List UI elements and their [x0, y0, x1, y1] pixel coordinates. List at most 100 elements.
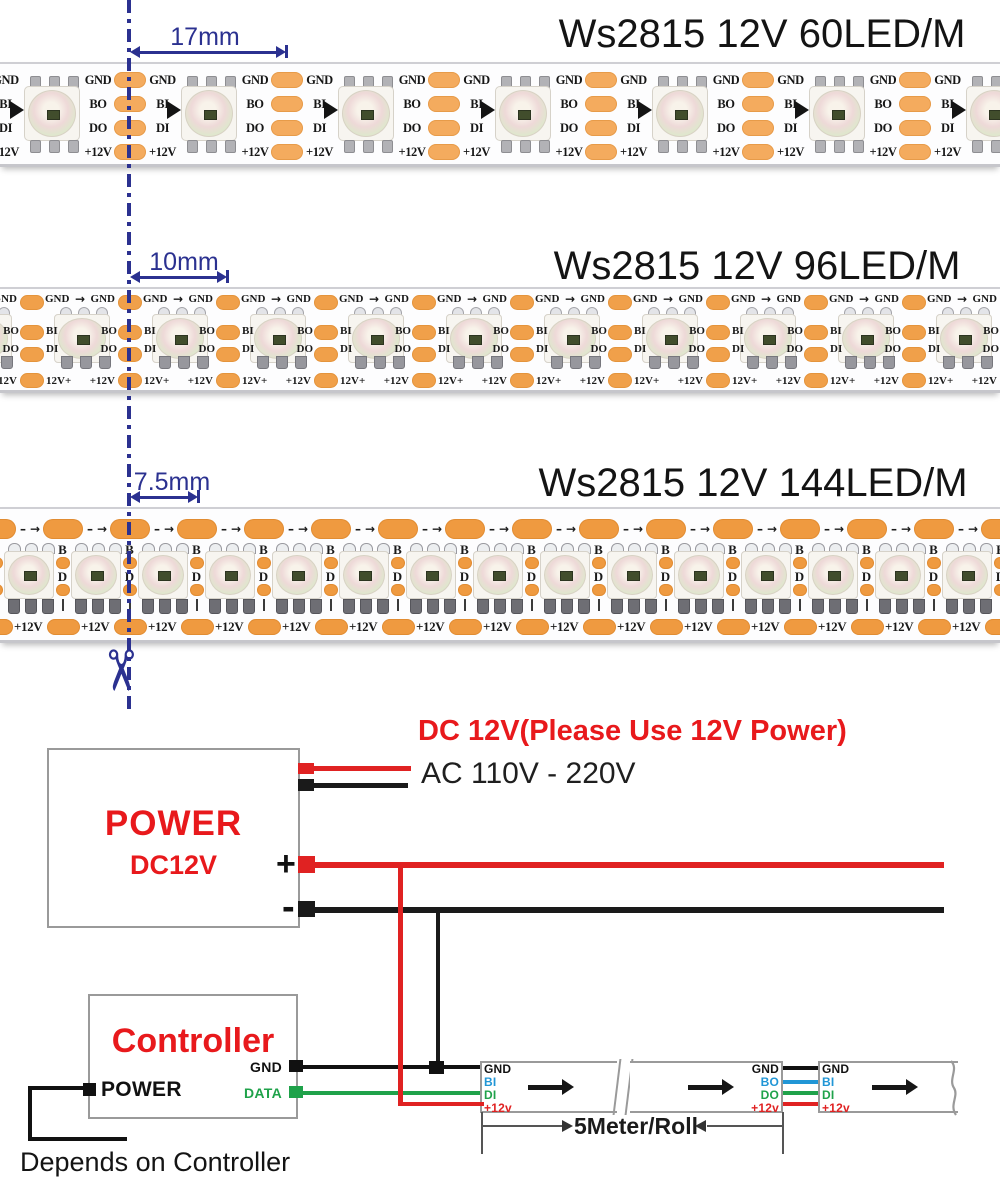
b-label: B — [326, 542, 335, 557]
led-lens — [656, 90, 704, 137]
led-lens — [548, 318, 596, 359]
led-module-cell: B D — [138, 543, 205, 615]
jumper-d-wire — [783, 1091, 818, 1095]
led-legs — [410, 599, 456, 614]
solder-pad — [0, 584, 3, 596]
jumper-gnd-wire — [783, 1066, 818, 1070]
led-legs — [551, 356, 601, 369]
solder-pad — [859, 584, 874, 596]
junction-column: B D — [590, 543, 607, 615]
led-legs — [972, 140, 1000, 153]
pad-arrow-cell: –→ — [579, 517, 646, 541]
solder-pad — [658, 584, 673, 596]
bo-label: BO — [787, 325, 803, 337]
bo-label: BO — [199, 325, 215, 337]
12v-pad-cell: +12V — [751, 615, 818, 639]
led-module-cell: B D — [272, 543, 339, 615]
roll-arrowhead-right — [562, 1120, 573, 1132]
12v-label: +12V — [885, 619, 914, 634]
gnd-row: GND→GND — [45, 292, 115, 306]
solder-pads — [411, 289, 437, 390]
direction-arrow: –→ — [355, 522, 376, 536]
direction-arrow: –→ — [757, 522, 778, 536]
solder-pad — [47, 619, 80, 635]
divider-tick — [195, 599, 198, 611]
minus-terminal-label: - — [282, 886, 295, 928]
12v-pad-cell: +12V — [215, 615, 282, 639]
bi-label: BI — [732, 325, 744, 337]
segment1-labels: GND BI DI +12v — [484, 1063, 512, 1115]
solder-pad — [323, 584, 338, 596]
di-label: DI — [928, 343, 941, 355]
led-lens — [744, 318, 792, 359]
dimension-arrow-7-5mm — [130, 490, 200, 504]
seg-12v-label: +12v — [484, 1101, 512, 1115]
12v-pad-cell: +12V — [550, 615, 617, 639]
power-supply-voltage: DC12V — [129, 850, 218, 880]
ac-voltage-label: AC 110V - 220V — [421, 757, 636, 790]
d-label: D — [57, 569, 68, 584]
controller-power-label: POWER — [101, 1078, 182, 1101]
b-label: B — [594, 542, 603, 557]
led-chip — [665, 334, 678, 345]
led-legs — [187, 140, 236, 153]
led-chip — [91, 571, 104, 581]
solder-pad — [0, 519, 16, 539]
direction-arrow: –→ — [489, 522, 510, 536]
junction-column: B D — [54, 543, 71, 615]
led-chip — [518, 109, 531, 120]
dc-plus-connector — [298, 856, 315, 873]
d-label: D — [191, 569, 202, 584]
gnd-row: GND→GND — [535, 292, 605, 306]
solder-pad — [725, 557, 740, 569]
solder-pad — [524, 584, 539, 596]
pad-arrow-cell: –→ — [512, 517, 579, 541]
bo-label: BO — [885, 325, 901, 337]
do-label: DO — [590, 343, 608, 355]
led-module-cell: B D — [406, 543, 473, 615]
solder-pad — [43, 519, 83, 539]
dim-arrowhead-left — [130, 46, 140, 58]
led-module-cell: GND→GND BI DI BO DO 12V++12V — [411, 289, 509, 390]
solder-pad — [579, 519, 619, 539]
solder-pads — [607, 289, 633, 390]
led-lens — [276, 555, 318, 595]
led-legs — [344, 140, 393, 153]
solder-pad — [725, 584, 740, 596]
bi-label: BI — [634, 325, 646, 337]
led-lens — [254, 318, 302, 359]
dim-line — [137, 496, 192, 499]
direction-arrow: –→ — [422, 522, 443, 536]
solder-pad — [382, 619, 415, 635]
led-module-cell: GND→GND BI DI BO DO 12V++12V — [313, 289, 411, 390]
led-chip — [832, 109, 845, 120]
led-legs — [501, 140, 550, 153]
led-lens — [544, 555, 586, 595]
pad-arrow-cell: –→ — [0, 517, 43, 541]
do-label: DO — [688, 343, 706, 355]
12v-label: +12V — [684, 619, 713, 634]
led-chip — [675, 109, 688, 120]
d-label: D — [727, 569, 738, 584]
12v-pad-cell: +12V — [282, 615, 349, 639]
d-label: D — [459, 569, 470, 584]
solder-pad — [717, 619, 750, 635]
led-chip — [627, 571, 640, 581]
12v-pad-cell: +12V — [885, 615, 952, 639]
12v-row: 12V++12V — [438, 375, 507, 387]
led-module-cell: B D — [875, 543, 942, 615]
divider-tick — [932, 599, 935, 611]
pad-arrow-cell: –→ — [177, 517, 244, 541]
segment2-labels: GND BO DO +12v — [734, 1063, 779, 1115]
led-package — [540, 543, 591, 615]
led-module-cell: GND→GND BI DI BO DO 12V++12V — [19, 289, 117, 390]
solder-pad — [457, 584, 472, 596]
12v-label: +12V — [550, 619, 579, 634]
signal-direction-arrow — [688, 1079, 734, 1095]
solder-pads — [427, 64, 461, 164]
